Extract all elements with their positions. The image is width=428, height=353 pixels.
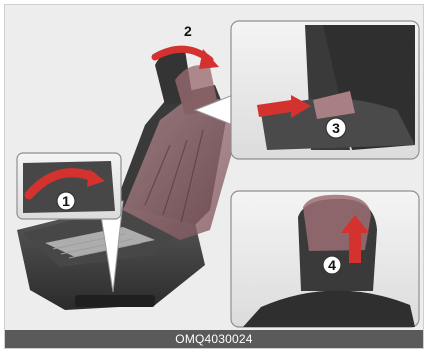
step-3-label: 3 xyxy=(332,120,340,136)
seat-illustration: 2 3 1 xyxy=(5,5,423,330)
detail-panel-headrest-raise: 4 xyxy=(231,191,419,327)
illustration-canvas: 2 3 1 xyxy=(5,5,423,330)
seat-adjustment-figure: 2 3 1 xyxy=(4,4,424,349)
step-4-label: 4 xyxy=(328,257,336,273)
figure-code: OMQ4030024 xyxy=(175,332,252,346)
step-1-label: 1 xyxy=(62,193,70,209)
figure-code-bar: OMQ4030024 xyxy=(5,330,423,348)
step-2-label: 2 xyxy=(184,23,192,39)
detail-panel-headrest-release: 3 xyxy=(231,21,419,159)
